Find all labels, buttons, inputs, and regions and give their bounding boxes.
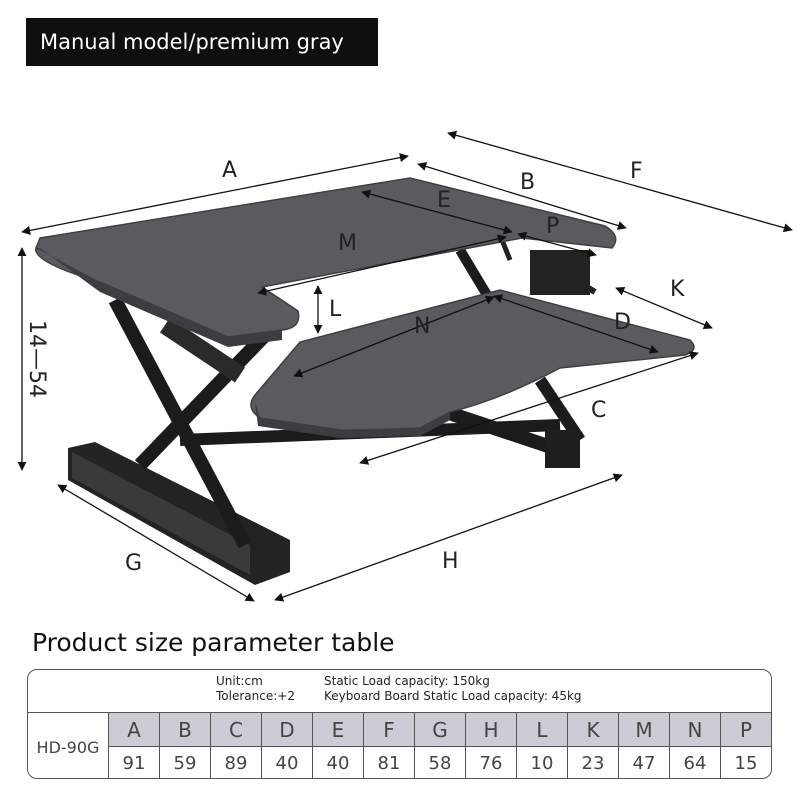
- dim-label-k: K: [670, 277, 685, 302]
- value-cell-m: 47: [618, 746, 669, 778]
- header-cell-g: G: [414, 712, 465, 746]
- header-cell-a: A: [108, 712, 159, 746]
- dimension-lines: [17, 130, 793, 602]
- static-load-note: Static Load capacity: 150kg: [324, 674, 490, 688]
- value-cell-k: 23: [567, 746, 618, 778]
- value-cell-f: 81: [363, 746, 414, 778]
- header-cell-b: B: [159, 712, 210, 746]
- dimension-grid: A B C D E F G H L K M N P 91 59 89 40 40…: [108, 712, 771, 778]
- dim-label-f: F: [630, 159, 643, 184]
- dim-label-h: H: [442, 549, 459, 574]
- section-title: Product size parameter table: [32, 628, 395, 657]
- header-cell-d: D: [261, 712, 312, 746]
- keyboard-load-note: Keyboard Board Static Load capacity: 45k…: [324, 689, 582, 703]
- model-cell: HD-90G: [28, 712, 108, 778]
- table-notes-left: Unit:cm Tolerance:+2: [216, 674, 295, 704]
- header-cell-l: L: [516, 712, 567, 746]
- header-cell-h: H: [465, 712, 516, 746]
- value-cell-a: 91: [108, 746, 159, 778]
- header-cell-e: E: [312, 712, 363, 746]
- value-cell-p: 15: [720, 746, 771, 778]
- tolerance-note: Tolerance:+2: [216, 689, 295, 703]
- dim-label-height: 14—54: [24, 320, 49, 398]
- value-cell-n: 64: [669, 746, 720, 778]
- header-cell-f: F: [363, 712, 414, 746]
- header-cell-p: P: [720, 712, 771, 746]
- parameter-table: Unit:cm Tolerance:+2 Static Load capacit…: [27, 669, 772, 779]
- value-cell-d: 40: [261, 746, 312, 778]
- dim-label-d: D: [614, 310, 631, 335]
- value-cell-c: 89: [210, 746, 261, 778]
- value-cell-l: 10: [516, 746, 567, 778]
- dim-label-e: E: [437, 188, 451, 213]
- dim-label-m: M: [338, 231, 357, 256]
- value-cell-h: 76: [465, 746, 516, 778]
- dim-label-a: A: [222, 158, 237, 183]
- unit-note: Unit:cm: [216, 674, 263, 688]
- desk-dimension-illustration: A B F E P M K L N D C G H 14—54: [17, 130, 793, 602]
- header-cell-c: C: [210, 712, 261, 746]
- value-cell-e: 40: [312, 746, 363, 778]
- dim-label-c: C: [591, 398, 606, 423]
- dim-label-p: P: [546, 214, 559, 239]
- table-notes-right: Static Load capacity: 150kg Keyboard Boa…: [324, 674, 582, 704]
- value-cell-g: 58: [414, 746, 465, 778]
- value-cell-b: 59: [159, 746, 210, 778]
- header-cell-k: K: [567, 712, 618, 746]
- dim-label-g: G: [125, 551, 142, 576]
- dim-label-l: L: [329, 297, 342, 322]
- product-banner: Manual model/premium gray: [26, 18, 378, 66]
- dim-label-n: N: [414, 314, 430, 339]
- header-cell-m: M: [618, 712, 669, 746]
- dim-label-b: B: [520, 170, 535, 195]
- header-cell-n: N: [669, 712, 720, 746]
